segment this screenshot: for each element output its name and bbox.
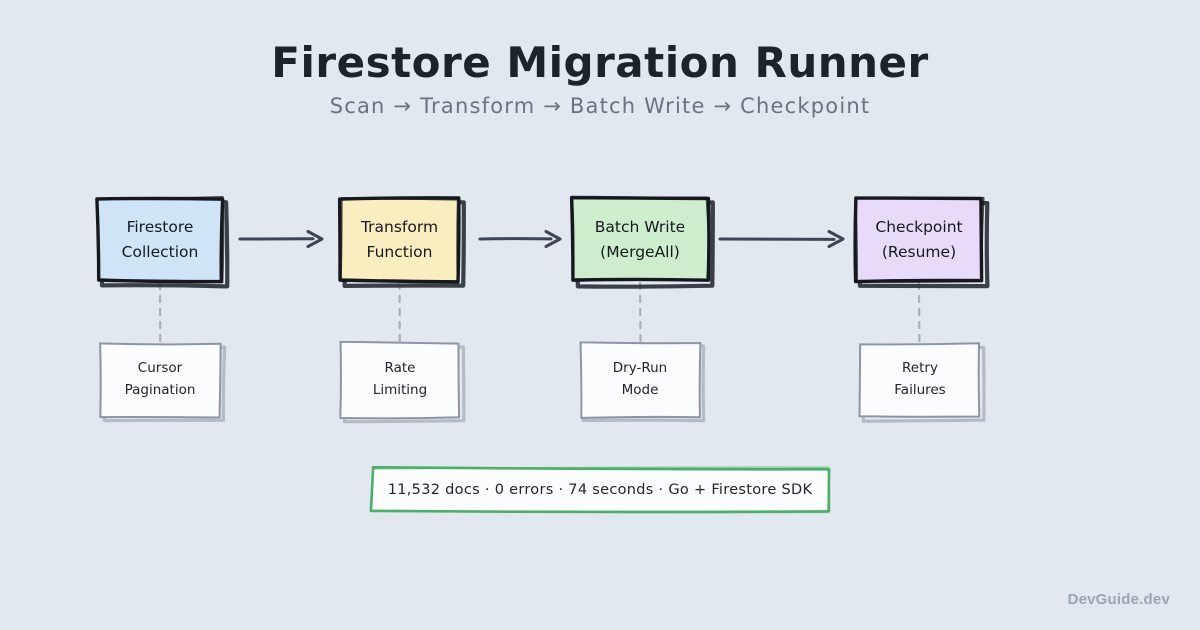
stage-label-line2: Function — [366, 242, 433, 261]
stage-label-checkpoint-resume: Checkpoint (Resume) — [856, 198, 982, 281]
stage-label-line1: Transform — [360, 218, 439, 237]
note-label-dry-run-mode: Dry-Run Mode — [580, 343, 700, 417]
page-title: Firestore Migration Runner — [271, 38, 929, 87]
note-label-line1: Retry — [902, 360, 938, 377]
stage-box-batch-write — [569, 195, 715, 289]
note-label-retry-failures: Retry Failures — [860, 343, 980, 417]
stage-box-checkpoint-resume — [853, 196, 990, 289]
arrow-transform-to-batch — [478, 230, 562, 248]
stage-label-batch-write: Batch Write (MergeAll) — [572, 198, 708, 281]
stage-label-line2: Collection — [121, 242, 199, 261]
stats-summary-bar — [369, 465, 831, 514]
arrow-scan-to-transform — [238, 230, 324, 248]
note-label-line2: Limiting — [372, 382, 428, 398]
arrow-batch-to-checkpoint — [718, 230, 845, 248]
note-label-line2: Mode — [621, 382, 659, 398]
stage-label-line2: (Resume) — [881, 242, 957, 261]
stage-label-line2: (MergeAll) — [600, 242, 680, 261]
stage-label-line1: Batch Write — [594, 218, 686, 237]
stage-label-firestore-collection: Firestore Collection — [98, 198, 222, 281]
note-label-line1: Rate — [384, 360, 416, 377]
note-label-line2: Failures — [894, 382, 946, 398]
note-box-retry-failures — [858, 342, 986, 423]
note-label-line1: Dry-Run — [612, 360, 668, 377]
note-box-rate-limiting — [339, 340, 466, 424]
stats-summary-text: 11,532 docs · 0 errors · 74 seconds · Go… — [387, 482, 813, 498]
stage-box-transform-function — [337, 196, 466, 288]
page-subtitle: Scan → Transform → Batch Write → Checkpo… — [329, 94, 871, 118]
note-label-line2: Pagination — [124, 382, 196, 398]
stage-label-transform-function: Transform Function — [340, 198, 459, 281]
note-box-dry-run-mode — [579, 341, 706, 423]
note-label-rate-limiting: Rate Limiting — [341, 343, 459, 417]
stage-label-line1: Checkpoint — [875, 218, 963, 237]
stage-box-firestore-collection — [95, 195, 230, 289]
note-label-cursor-pagination: Cursor Pagination — [100, 343, 220, 417]
footer-brand: DevGuide.dev — [1067, 591, 1170, 608]
stage-label-line1: Firestore — [126, 218, 194, 237]
note-box-cursor-pagination — [99, 342, 227, 423]
note-label-line1: Cursor — [137, 360, 183, 377]
